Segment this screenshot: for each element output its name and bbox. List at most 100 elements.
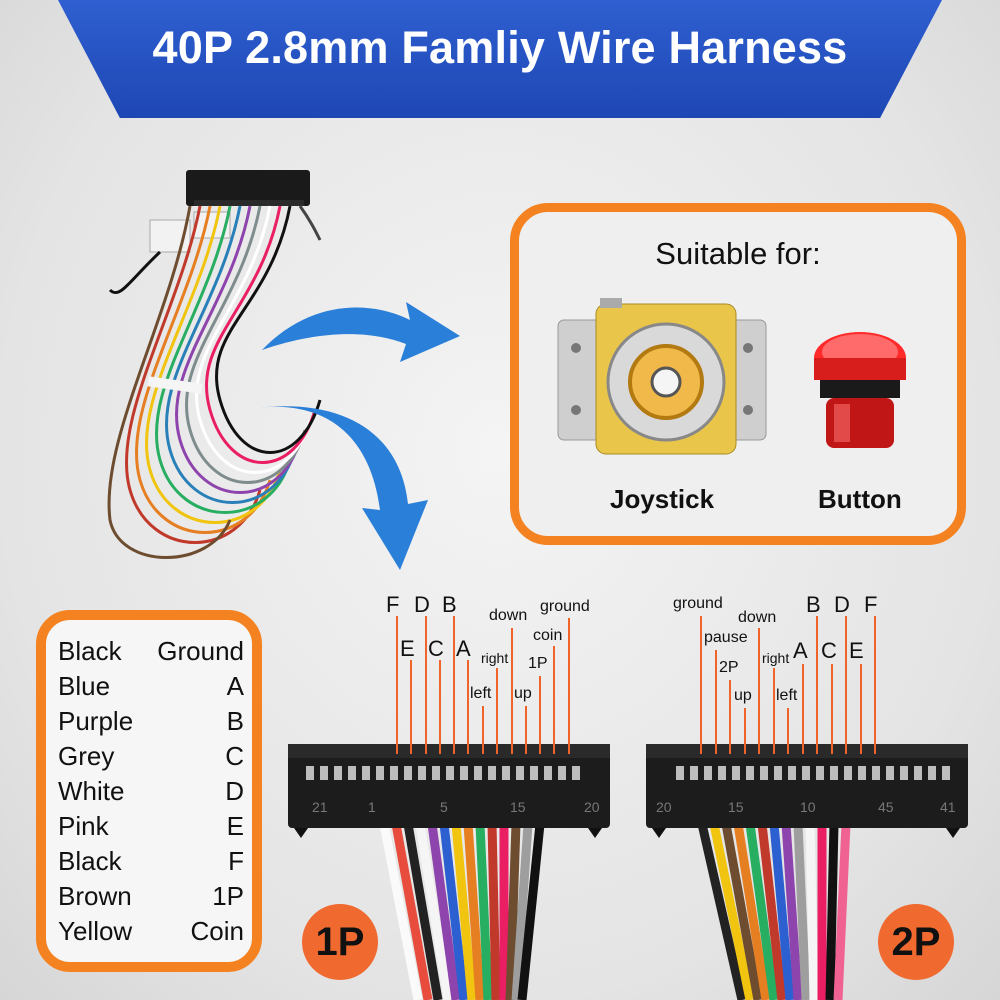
connector-2p-image: [646, 744, 968, 1000]
legend-row: Brown 1P: [58, 881, 244, 915]
legend-color: Brown: [58, 881, 132, 911]
pin-leader: [816, 616, 818, 754]
pin-label: up: [734, 687, 752, 704]
pin-label: A: [793, 638, 808, 663]
page-title: 40P 2.8mm Famliy Wire Harness: [152, 22, 848, 73]
pin-number: 15: [728, 799, 744, 815]
pin-label: pause: [704, 629, 748, 646]
pin-leader: [496, 668, 498, 754]
legend-color: Yellow: [58, 916, 133, 946]
legend-color: White: [58, 776, 125, 806]
harness-bundle-image: [107, 170, 322, 559]
pin-leader: [729, 680, 731, 754]
pin-label: D: [834, 592, 850, 617]
pin-number: 21: [312, 799, 328, 815]
legend-color: Black: [58, 636, 122, 666]
pin-label: left: [776, 687, 798, 704]
pin-label: down: [738, 609, 777, 626]
pin-label: ground: [540, 598, 590, 615]
pin-leader: [700, 616, 702, 754]
connector-1p-image: [288, 744, 610, 1000]
pin-leader: [553, 646, 555, 754]
pin-leader: [787, 708, 789, 754]
pin-leader: [482, 706, 484, 754]
pin-leader: [845, 616, 847, 754]
pin-label: B: [806, 592, 821, 617]
legend-function: Ground: [157, 636, 244, 666]
pin-number: 20: [656, 799, 672, 815]
pin-label: D: [414, 592, 430, 617]
pin-leader: [773, 668, 775, 754]
pin-leader: [410, 660, 412, 754]
pin-label: B: [442, 592, 457, 617]
badge-1p: 1P: [302, 904, 378, 980]
pin-leader: [453, 616, 455, 754]
legend-function: B: [226, 706, 244, 736]
title-banner: [58, 0, 942, 118]
pin-leader: [539, 676, 541, 754]
legend-function: 1P: [212, 881, 244, 911]
legend-color: Pink: [58, 811, 109, 841]
pin-label: up: [514, 685, 532, 702]
pin-label: E: [849, 638, 864, 663]
pin-leader: [511, 628, 513, 754]
pin-leader: [396, 616, 398, 754]
legend-color: Black: [58, 846, 122, 876]
legend-row: Grey C: [58, 741, 244, 775]
pin-leader: [874, 616, 876, 754]
joystick-image: [557, 298, 767, 455]
pin-number: 41: [940, 799, 956, 815]
pin-leader: [525, 706, 527, 754]
pin-label: coin: [533, 627, 563, 644]
legend-row: Pink E: [58, 811, 244, 845]
legend-color: Blue: [58, 671, 111, 701]
wire-color-legend: [36, 610, 262, 972]
legend-function: F: [228, 846, 244, 876]
pin-number: 15: [510, 799, 526, 815]
pin-leader: [802, 664, 804, 754]
pin-leader: [425, 616, 427, 754]
legend-row: Black Ground: [58, 636, 244, 670]
pin-number: 10: [800, 799, 816, 815]
joystick-label: Joystick: [610, 484, 715, 514]
pin-label: F: [864, 592, 878, 617]
legend-row: Purple B: [58, 706, 244, 740]
pin-leader: [715, 650, 717, 754]
pin-leader: [860, 664, 862, 754]
pin-label: E: [400, 636, 415, 661]
pin-label: right: [762, 650, 790, 666]
pin-label: ground: [673, 595, 723, 612]
pin-label: F: [386, 592, 400, 617]
badge-2p: 2P: [878, 904, 954, 980]
arrow-to-suitable: [256, 302, 460, 570]
legend-function: E: [226, 811, 244, 841]
pin-leader: [831, 664, 833, 754]
pin-leader: [744, 708, 746, 754]
legend-row: Black F: [58, 846, 244, 880]
legend-color: Purple: [58, 706, 134, 736]
pin-label: 1P: [528, 655, 548, 672]
pin-label: left: [470, 685, 492, 702]
legend-function: D: [225, 776, 244, 806]
pin-label: down: [489, 607, 528, 624]
pin-number: 20: [584, 799, 600, 815]
pin-leader: [568, 618, 570, 754]
pin-number: 1: [368, 799, 376, 815]
pin-label: A: [456, 636, 471, 661]
pin-leader: [467, 660, 469, 754]
pin-leader: [758, 628, 760, 754]
legend-row: Blue A: [58, 671, 244, 705]
legend-function: C: [225, 741, 244, 771]
pin-leader: [439, 660, 441, 754]
pin-label: right: [481, 650, 509, 666]
pin-number: 5: [440, 799, 448, 815]
suitable-for-heading: Suitable for:: [655, 236, 821, 271]
button-label: Button: [818, 484, 902, 514]
legend-function: A: [226, 671, 244, 701]
button-image: [814, 332, 906, 448]
legend-color: Grey: [58, 741, 115, 771]
pin-label: C: [821, 638, 837, 663]
pin-number: 45: [878, 799, 894, 815]
pin-label: 2P: [719, 659, 739, 676]
